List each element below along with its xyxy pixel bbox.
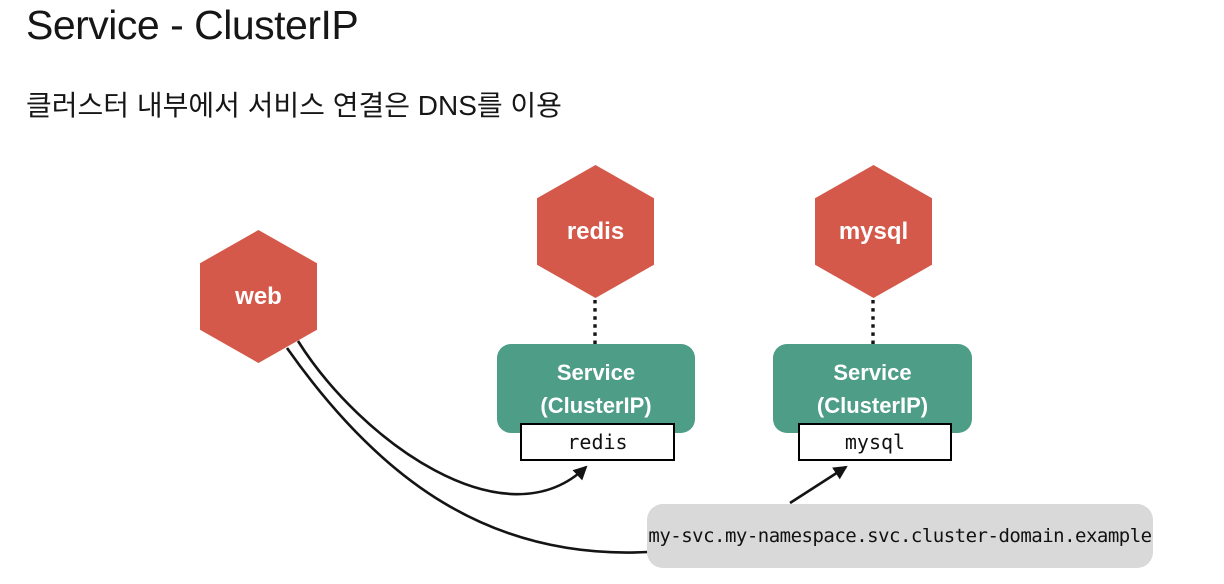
service-box-redis: Service (ClusterIP) — [497, 344, 695, 433]
service-title-redis: Service — [556, 359, 636, 385]
pod-hexagon-mysql: mysql — [815, 165, 932, 298]
service-subtitle-redis: (ClusterIP) — [540, 392, 652, 418]
page-subtitle: 클러스터 내부에서 서비스 연결은 DNS를 이용 — [26, 90, 562, 121]
service-subtitle-mysql: (ClusterIP) — [816, 392, 929, 418]
service-name-text-mysql: mysql — [844, 430, 906, 454]
pod-hexagon-web: web — [200, 230, 317, 363]
pod-hexagon-redis: redis — [537, 165, 654, 298]
service-name-tag-mysql: mysql — [798, 423, 952, 461]
service-name-text-redis: redis — [567, 430, 628, 454]
dns-box-to-mysql-service-arrow — [789, 465, 848, 505]
service-name-tag-redis: redis — [520, 423, 675, 461]
page-title: Service - ClusterIP — [26, 2, 359, 48]
service-title-mysql: Service — [833, 359, 912, 385]
pod-label-redis: redis — [566, 217, 625, 245]
dns-address-text: my-svc.my-namespace.svc.cluster-domain.e… — [648, 525, 1152, 547]
service-box-mysql: Service (ClusterIP) — [773, 344, 972, 433]
pod-label-mysql: mysql — [838, 217, 909, 245]
dns-address-box: my-svc.my-namespace.svc.cluster-domain.e… — [647, 504, 1153, 568]
pod-label-web: web — [235, 282, 282, 310]
